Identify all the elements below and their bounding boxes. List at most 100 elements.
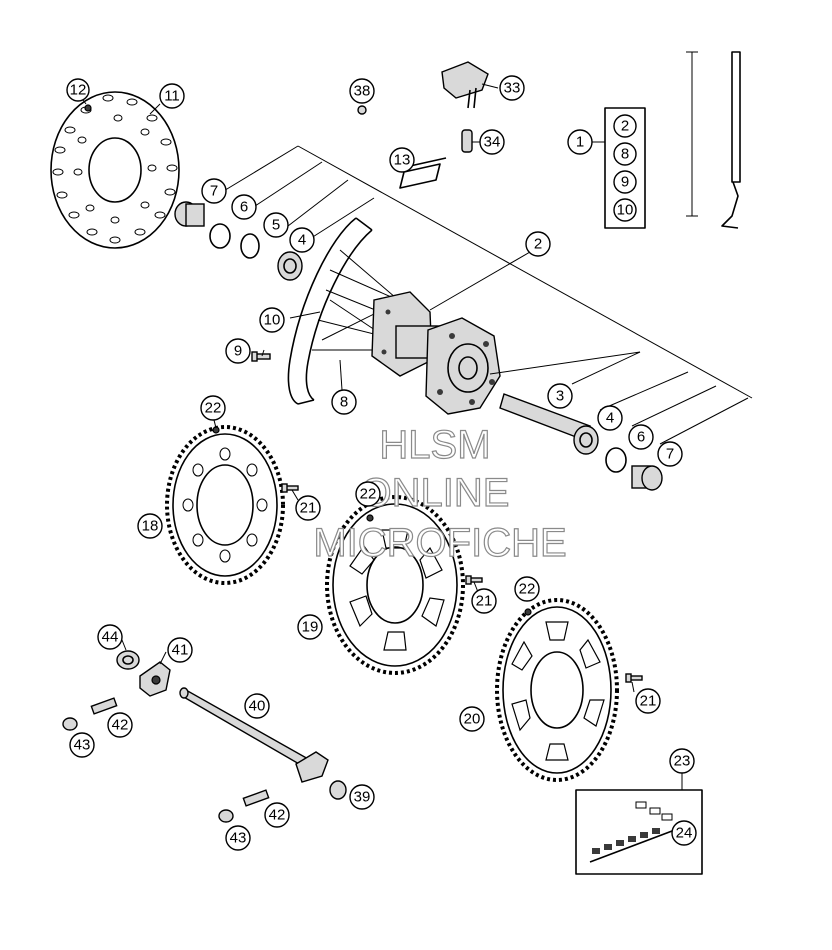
callout-5-left: 5 [263, 212, 289, 238]
callout-21-c-label: 21 [640, 693, 657, 710]
callout-22-b-label: 22 [360, 486, 377, 503]
callout-1-label: 1 [576, 134, 584, 151]
spoke-nipple-10 [289, 311, 321, 319]
callout-43-lower-label: 43 [230, 830, 247, 847]
callout-43-upper: 43 [69, 732, 95, 758]
callout-22-a: 22 [200, 395, 226, 421]
callout-6-left-label: 6 [240, 199, 248, 216]
callout-1: 1 [567, 129, 593, 155]
adjuster-screw-42-upper [90, 697, 118, 715]
right-leader-lines [489, 351, 749, 445]
callout-38-label: 38 [354, 83, 371, 100]
callout-44-label: 44 [102, 629, 119, 646]
callout-7-left-label: 7 [210, 183, 218, 200]
callout-33: 33 [499, 75, 525, 101]
callout-4-right: 4 [597, 405, 623, 431]
callout-24: 24 [671, 820, 697, 846]
watermark-line-2: ONLINE [361, 471, 510, 515]
callout-11: 11 [159, 83, 185, 109]
callout-20: 20 [459, 706, 485, 732]
nut-38 [357, 105, 367, 115]
callout-20-label: 20 [464, 711, 481, 728]
callout-42-upper-label: 42 [112, 717, 129, 734]
callout-39-label: 39 [354, 789, 371, 806]
callout-3-right-label: 3 [556, 388, 564, 405]
callout-4-right-label: 4 [606, 410, 614, 427]
rim-tape-13 [399, 157, 447, 189]
callout-7-left: 7 [201, 178, 227, 204]
callout-44: 44 [97, 624, 123, 650]
callout-34-label: 34 [484, 134, 501, 151]
callout-18-label: 18 [142, 518, 159, 535]
sprocket-18 [165, 425, 285, 585]
bolt-21-a [281, 483, 299, 493]
callout-9: 9 [225, 338, 251, 364]
chain-adjuster-41 [139, 661, 171, 697]
callout-6-right: 6 [628, 424, 654, 450]
callout-22-a-label: 22 [205, 400, 222, 417]
callout-43-lower: 43 [225, 825, 251, 851]
watermark: HLSM ONLINE MICROFICHE [313, 422, 568, 565]
spacer-39 [329, 780, 347, 800]
callout-13-label: 13 [394, 152, 411, 169]
kit-item-9: 9 [613, 170, 637, 194]
callout-2-hub: 2 [525, 231, 551, 257]
watermark-line-1: HLSM [379, 423, 490, 467]
callout-11-label: 11 [164, 88, 180, 105]
callout-13: 13 [389, 147, 415, 173]
callout-21-a: 21 [295, 495, 321, 521]
callout-8: 8 [331, 389, 357, 415]
callout-42-lower-label: 42 [269, 807, 286, 824]
kit-item-10: 10 [613, 198, 637, 222]
callout-41-label: 41 [172, 642, 189, 659]
spoke-kit-box [592, 107, 646, 229]
callout-42-upper: 42 [107, 712, 133, 738]
hub-2 [371, 291, 501, 415]
spacer-7 [174, 201, 205, 227]
seal-6 [209, 223, 231, 249]
kit-item-2-label: 2 [621, 118, 629, 135]
nut-22-c [524, 608, 532, 616]
callout-21-a-label: 21 [300, 500, 317, 517]
bolt-21-b [465, 575, 483, 585]
nut-22-b [366, 514, 374, 522]
callout-34: 34 [479, 129, 505, 155]
callout-22-b: 22 [355, 481, 381, 507]
callout-6-right-label: 6 [637, 429, 645, 446]
callout-3-right: 3 [547, 383, 573, 409]
kit-item-8-label: 8 [621, 146, 629, 163]
callout-24-label: 24 [676, 825, 693, 842]
kit-item-8: 8 [613, 142, 637, 166]
valve-34 [461, 129, 473, 153]
bearing-4 [277, 251, 303, 281]
adjuster-screw-42-lower [242, 789, 270, 807]
callout-41: 41 [167, 637, 193, 663]
left-leader-lines [221, 145, 753, 399]
callout-12-label: 12 [70, 82, 87, 99]
kit-item-10-label: 10 [617, 202, 634, 219]
valve-cap-33 [441, 61, 489, 109]
spacer-7-right [631, 465, 663, 491]
callout-23: 23 [669, 748, 695, 774]
locknut-43-upper [62, 717, 78, 731]
callout-38: 38 [349, 78, 375, 104]
brake-disc [50, 91, 180, 249]
seal-6-right [605, 447, 627, 473]
callout-12: 12 [66, 78, 90, 102]
callout-8-label: 8 [340, 394, 348, 411]
callout-39: 39 [349, 784, 375, 810]
callout-5-left-label: 5 [272, 217, 280, 234]
nut-44 [116, 650, 140, 670]
callouts: 12 11 38 33 34 13 1 2 8 9 10 7 6 5 4 2 1… [66, 75, 697, 851]
callout-10-label: 10 [264, 312, 281, 329]
callout-40-label: 40 [249, 698, 266, 715]
callout-21-b: 21 [471, 588, 497, 614]
callout-42-lower: 42 [264, 802, 290, 828]
kit-item-9-label: 9 [621, 174, 629, 191]
callout-9-label: 9 [234, 343, 242, 360]
bearing-4-right [573, 425, 599, 455]
locknut-43-lower [218, 809, 234, 823]
callout-40: 40 [244, 693, 270, 719]
callout-22-c-label: 22 [519, 581, 536, 598]
sprocket-19 [325, 495, 465, 675]
